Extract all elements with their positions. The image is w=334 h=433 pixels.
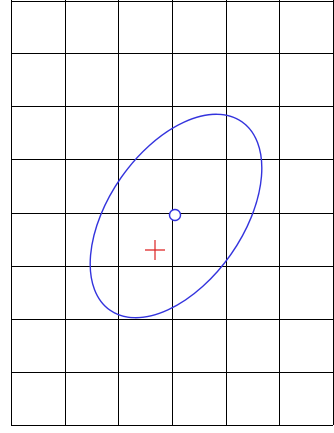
- ellipse-center-marker[interactable]: [168, 208, 182, 222]
- ellipse-group: [89, 113, 263, 319]
- grid: [11, 0, 334, 426]
- ellipse-outline: [89, 113, 263, 319]
- cross-marker[interactable]: [145, 240, 165, 260]
